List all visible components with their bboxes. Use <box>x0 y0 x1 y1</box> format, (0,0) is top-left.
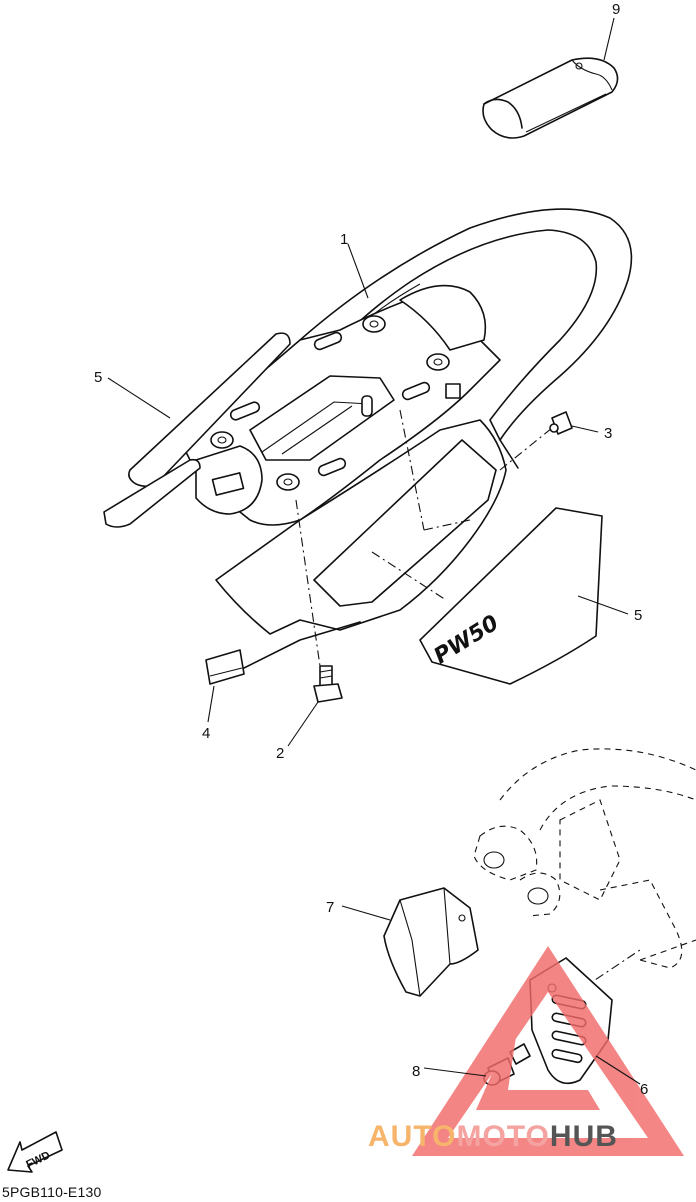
callout-5-left: 5 <box>94 369 102 386</box>
part-5-number-plate: PW50 <box>419 507 603 685</box>
part-9-cap <box>482 57 619 139</box>
callout-6: 6 <box>640 1081 648 1098</box>
part-3-screw <box>549 411 573 435</box>
watermark-auto: AUTO <box>368 1120 457 1153</box>
leader-lines <box>107 17 641 1085</box>
watermark-moto: MOTO <box>456 1120 550 1153</box>
frame-section <box>473 748 696 991</box>
callout-2: 2 <box>276 745 284 762</box>
watermark-logo <box>412 946 684 1156</box>
part-5-left-strip <box>103 332 291 528</box>
callout-9: 9 <box>612 1 620 18</box>
watermark-text: AUTOMOTOHUB <box>368 1120 618 1154</box>
callout-7: 7 <box>326 899 334 916</box>
fwd-arrow-icon: FWD <box>7 1131 63 1173</box>
callout-4: 4 <box>202 725 210 742</box>
watermark-hub: HUB <box>549 1120 618 1153</box>
part-1-rear-fender <box>179 208 633 681</box>
part-4-pad <box>205 649 245 685</box>
callout-1: 1 <box>340 231 348 248</box>
callouts: 9 1 5 3 5 4 2 7 8 6 <box>94 1 648 1098</box>
part-2-bolt <box>313 665 343 703</box>
reference-code: 5PGB110-E130 <box>2 1184 102 1200</box>
callout-8: 8 <box>412 1063 420 1080</box>
callout-5-right: 5 <box>634 607 642 624</box>
part-7-bracket <box>383 887 479 997</box>
callout-3: 3 <box>604 425 612 442</box>
